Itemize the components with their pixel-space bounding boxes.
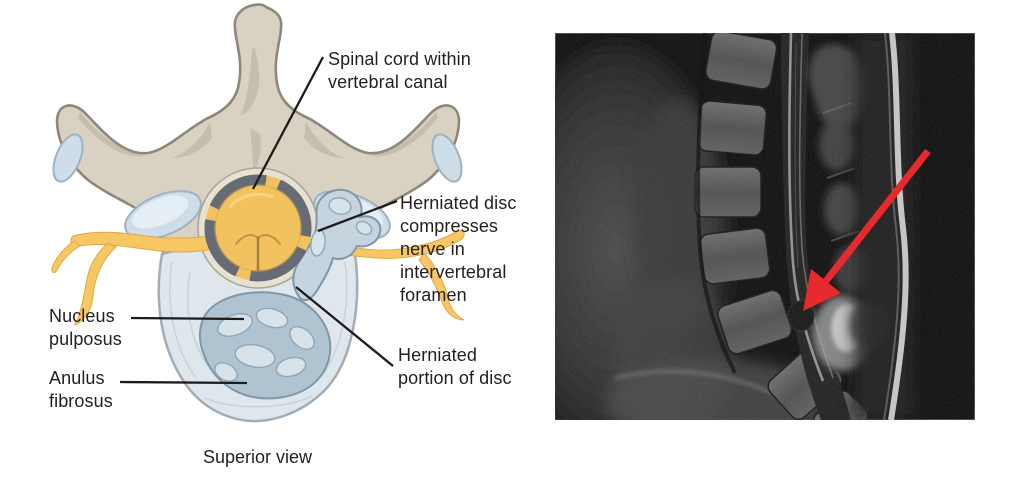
- label-nucleus-pulposus: Nucleus pulposus: [49, 306, 122, 349]
- lumbar-spine-mri-sagittal: [555, 33, 975, 420]
- herniated-portion-of-disc: [292, 188, 382, 302]
- label-herniated-disc-compresses-nerve: Herniated disc compresses nerve in inter…: [400, 193, 517, 305]
- label-spinal-cord-within-vertebral-canal: Spinal cord within vertebral canal: [328, 49, 471, 92]
- figure-caption: Superior view: [202, 447, 313, 467]
- red-arrow: [803, 148, 931, 311]
- dura-ring: [204, 174, 312, 282]
- spinal-cord-in-canal: [204, 174, 312, 282]
- nerve-right-branch-down: [418, 252, 465, 321]
- facet-left-wing-tip: [52, 133, 84, 183]
- leader-lines: [119, 56, 398, 385]
- label-anulus-fibrosus: Anulus fibrosus: [49, 368, 113, 411]
- label-herniated-portion-of-disc: Herniated portion of disc: [398, 345, 512, 388]
- nerve-left-branch-down: [73, 242, 117, 327]
- nerve-left-branch-tip: [51, 240, 81, 273]
- facet-right-wing-tip: [431, 133, 463, 183]
- vertebra-illustration-superior-view: [51, 3, 465, 423]
- mri-scan-content: [555, 33, 975, 420]
